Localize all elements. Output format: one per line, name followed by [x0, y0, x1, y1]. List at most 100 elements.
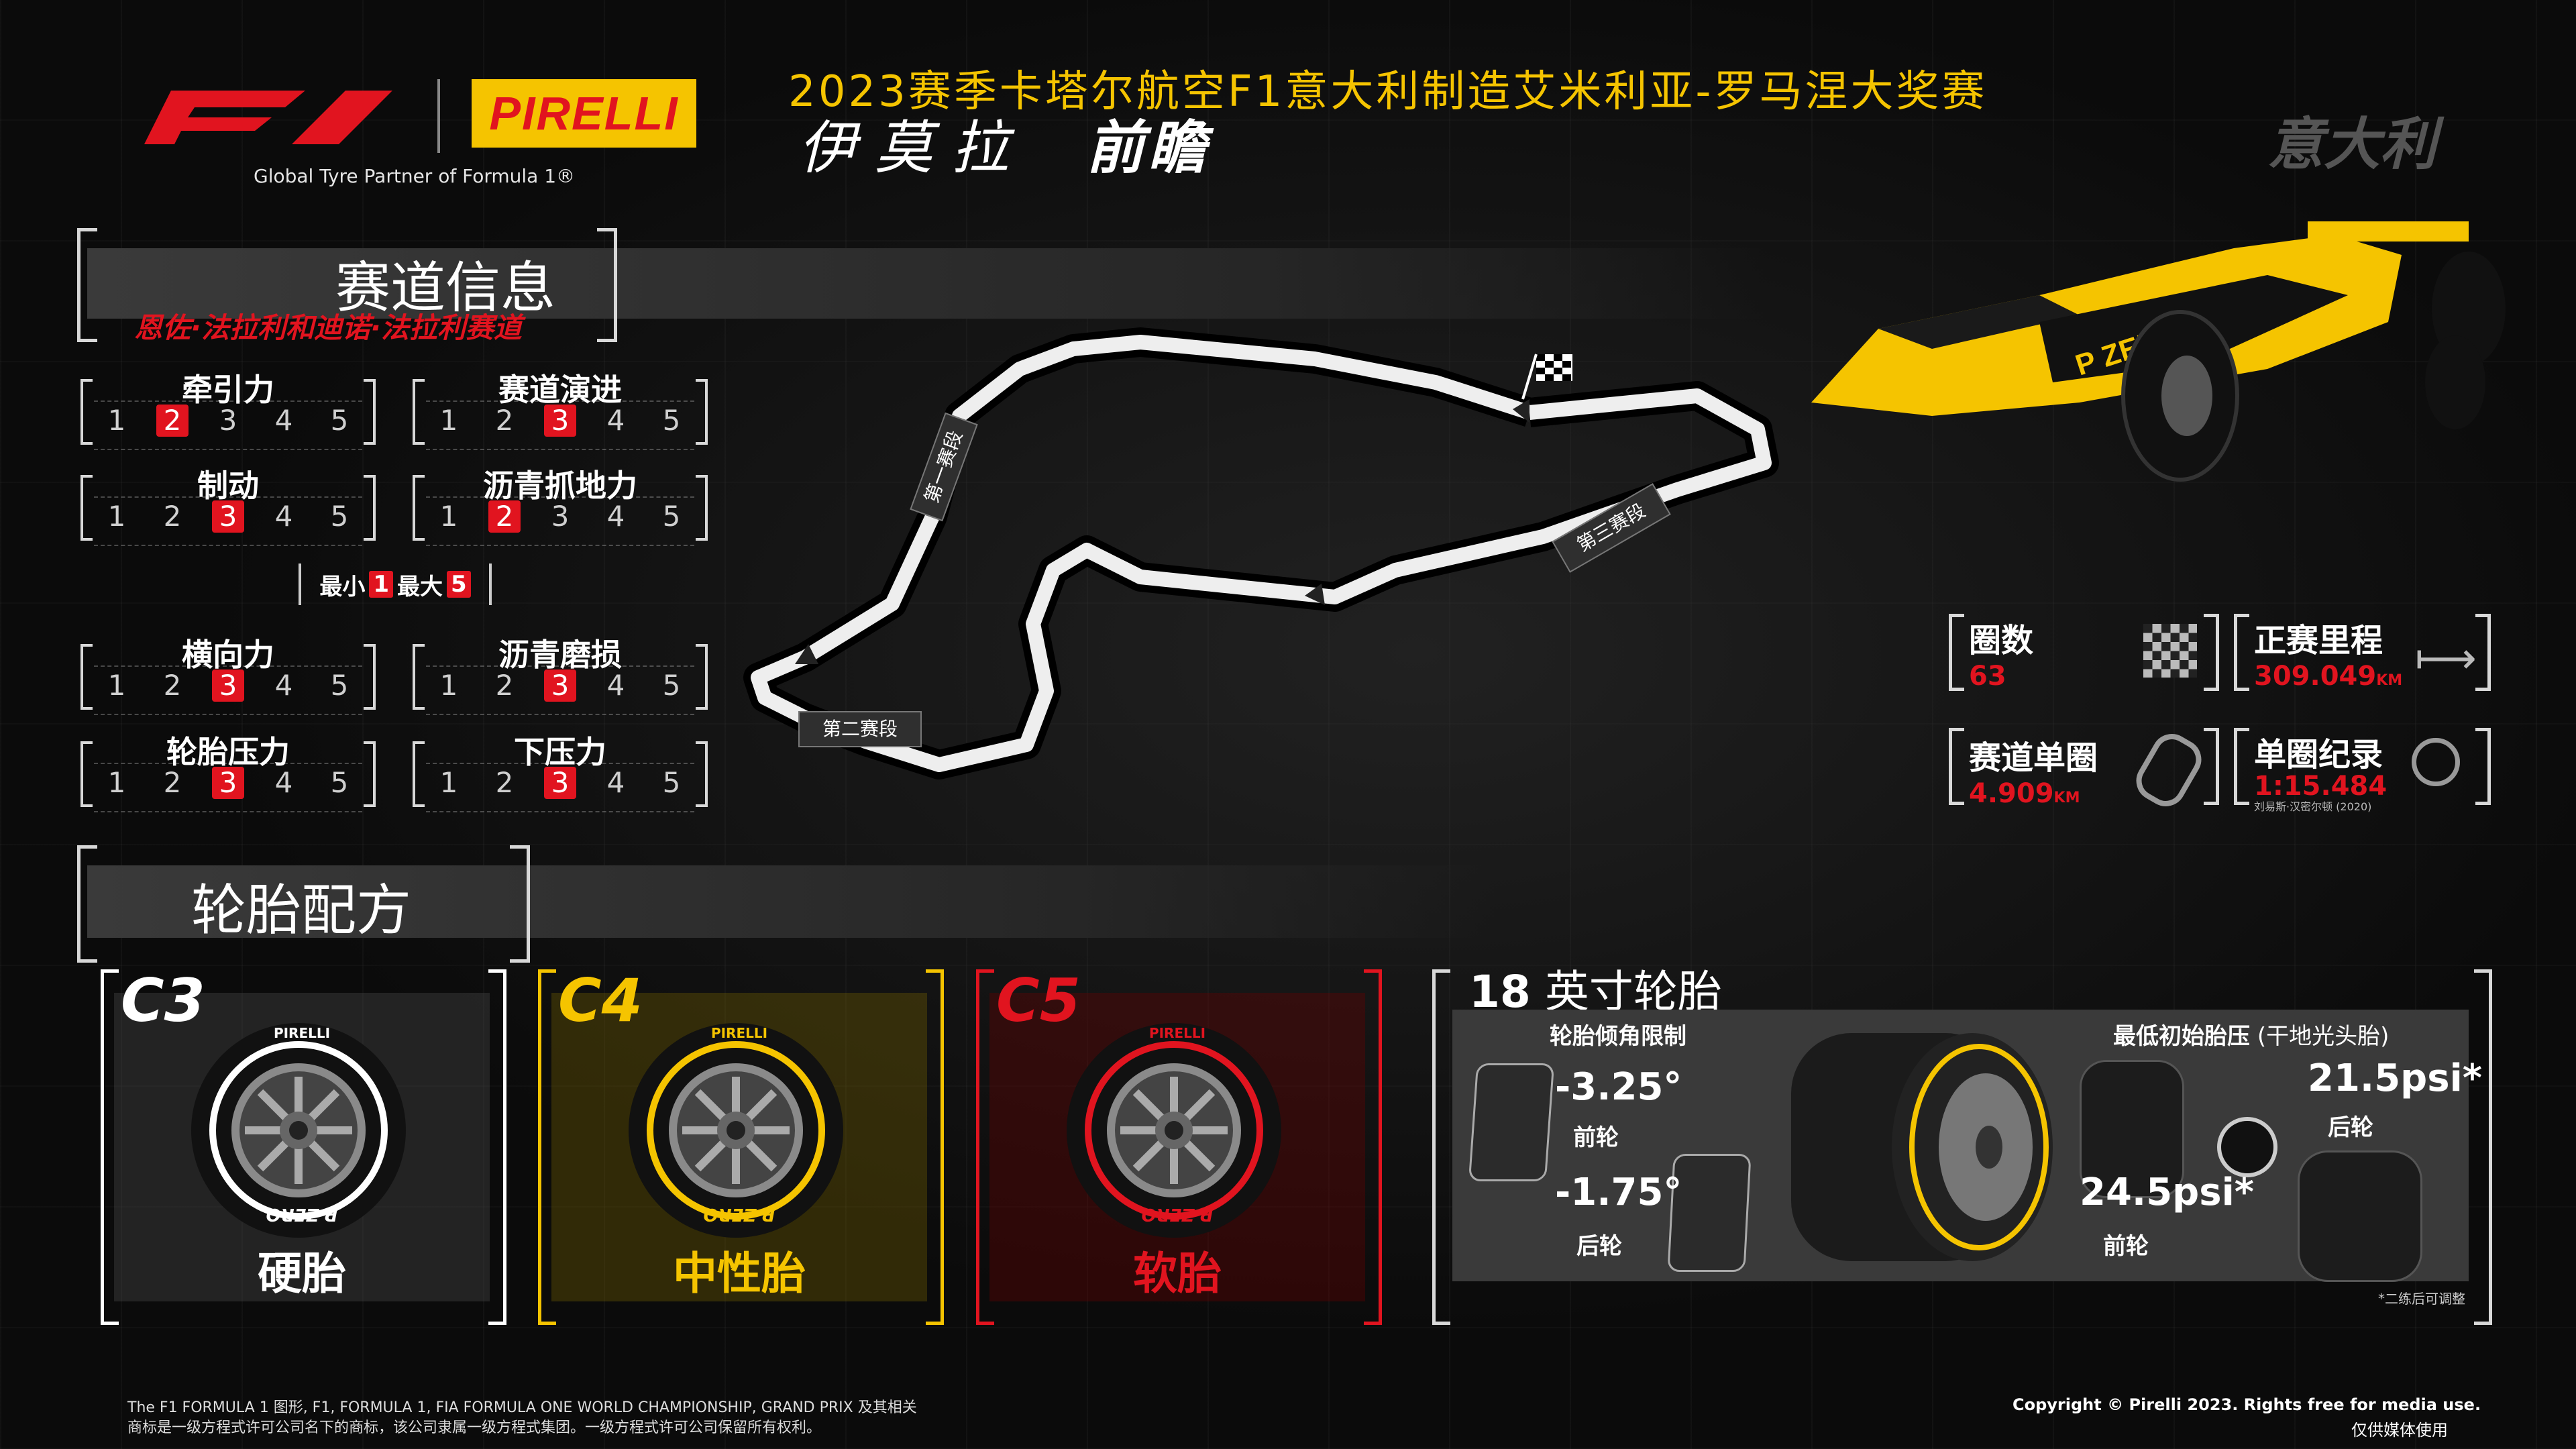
scale-step: 5 — [662, 500, 681, 533]
track-map: 第一赛段 第二赛段 第三赛段 — [738, 315, 1811, 812]
metric-label: 横向力 — [182, 637, 274, 673]
tyre18-heading: 18 英寸轮胎 — [1469, 956, 1722, 1020]
front-pressure: 24.5psi* — [2080, 1171, 2255, 1214]
lap-length-unit: KM — [2053, 790, 2080, 806]
scale-step: 1 — [107, 500, 126, 533]
metric-bracket-right — [364, 644, 376, 710]
compound-brand: PIRELLI — [1148, 1025, 1206, 1041]
scale-step: 5 — [330, 766, 349, 799]
media-note: 仅供媒体使用 — [2351, 1421, 2448, 1440]
compound-code: C5 — [996, 966, 1081, 1035]
scale-step: 5 — [330, 404, 349, 437]
metric-wave — [94, 400, 362, 450]
compound-brand: PIRELLI — [273, 1025, 331, 1041]
preview-label: 前瞻 — [1086, 115, 1210, 182]
compounds-bar — [87, 865, 1496, 938]
compound-card-1: C4 PIRELLI P ZER — [538, 966, 944, 1325]
compound-brand: PIRELLI — [710, 1025, 768, 1041]
tyre18-bracket-right — [2474, 969, 2492, 1325]
compound-bracket-right — [1364, 969, 1382, 1325]
stat-laps-bracket-r — [2204, 614, 2219, 691]
stat-distance-bracket-r — [2475, 614, 2491, 691]
scale-step: 2 — [156, 405, 189, 437]
compound-name: 软胎 — [1133, 1248, 1222, 1299]
scale-step: 1 — [439, 404, 458, 437]
legend-min-label: 最小 — [319, 573, 366, 600]
tyre18-footnote: *二练后可调整 — [2378, 1291, 2465, 1307]
distance-value: 309.049 — [2254, 661, 2377, 692]
metric-bracket-right — [364, 741, 376, 807]
stat-length-bracket-r — [2204, 728, 2219, 805]
record-label: 单圈纪录 — [2254, 736, 2383, 773]
compound-bracket-left — [101, 969, 119, 1325]
country-label: 意大利 — [2267, 111, 2437, 177]
pressure-title: 最低初始胎压 (干地光头胎) — [2113, 1018, 2389, 1051]
legend-min-num: 1 — [369, 571, 393, 598]
f1-car-image: P ZERO — [1798, 215, 2522, 503]
event-title: 2023赛季卡塔尔航空F1意大利制造艾米利亚-罗马涅大奖赛 — [788, 67, 1988, 117]
circuit-name: 恩佐·法拉利和迪诺·法拉利赛道 — [134, 311, 522, 344]
compound-tyre-image — [1063, 1020, 1285, 1241]
checkered-flag-icon — [2143, 624, 2197, 678]
pressure-gauge-icon — [2217, 1117, 2277, 1177]
metric-label: 制动 — [197, 468, 259, 504]
stat-distance-bracket-l — [2234, 614, 2249, 691]
scale-step: 2 — [495, 404, 514, 437]
scale-step: 3 — [544, 405, 576, 437]
scale-step: 4 — [606, 404, 625, 437]
metric-bracket-right — [364, 475, 376, 541]
rear-pressure-tyre — [2298, 1150, 2422, 1282]
metric-label: 轮胎压力 — [166, 734, 290, 770]
distance-value-wrap: 309.049KM — [2254, 661, 2402, 692]
scale-step: 4 — [606, 500, 625, 533]
laps-value: 63 — [1969, 661, 2006, 692]
scale-step: 3 — [212, 767, 244, 799]
scale-step: 4 — [274, 500, 293, 533]
rear-pressure-label: 后轮 — [2328, 1114, 2373, 1141]
compound-bracket-left — [538, 969, 556, 1325]
track-info-bracket-right — [597, 228, 617, 342]
scale-step: 1 — [439, 500, 458, 533]
track-info-heading: 赛道信息 — [335, 256, 556, 320]
metric-bracket-right — [696, 741, 708, 807]
compound-card-2: C5 PIRELLI P ZER — [976, 966, 1382, 1325]
scale-step: 5 — [330, 669, 349, 702]
scale-step: 2 — [495, 669, 514, 702]
header-divider — [437, 79, 440, 153]
record-value: 1:15.484 — [2254, 771, 2387, 802]
scale-step: 5 — [662, 766, 681, 799]
metric-wave — [426, 496, 694, 546]
scale-step: 4 — [606, 766, 625, 799]
rear-camber: -1.75° — [1555, 1171, 1682, 1214]
metric-bracket-right — [696, 475, 708, 541]
scale-step: 3 — [544, 669, 576, 702]
tyre18-bracket-left — [1432, 969, 1450, 1325]
compounds-bracket-right — [510, 845, 530, 963]
record-holder: 刘易斯·汉密尔顿 (2020) — [2254, 800, 2372, 813]
compound-model: P ZERO — [703, 1204, 775, 1224]
metric-bracket-left — [413, 644, 425, 710]
compound-card-0: C3 PIRELLI P ZER — [101, 966, 506, 1325]
compound-model: P ZERO — [1141, 1204, 1214, 1224]
scale-step: 2 — [163, 669, 182, 702]
metric-bracket-right — [696, 644, 708, 710]
metric-wave — [94, 763, 362, 812]
compound-bracket-right — [926, 969, 944, 1325]
scale-step: 1 — [107, 404, 126, 437]
venue-name: 伊莫拉 — [798, 115, 1028, 182]
front-camber-diagram — [1468, 1063, 1555, 1181]
rear-pressure: 21.5psi* — [2308, 1057, 2483, 1100]
stat-length-bracket-l — [1949, 728, 1964, 805]
compound-tyre-image — [625, 1020, 847, 1241]
metric-label: 沥青磨损 — [498, 637, 622, 673]
